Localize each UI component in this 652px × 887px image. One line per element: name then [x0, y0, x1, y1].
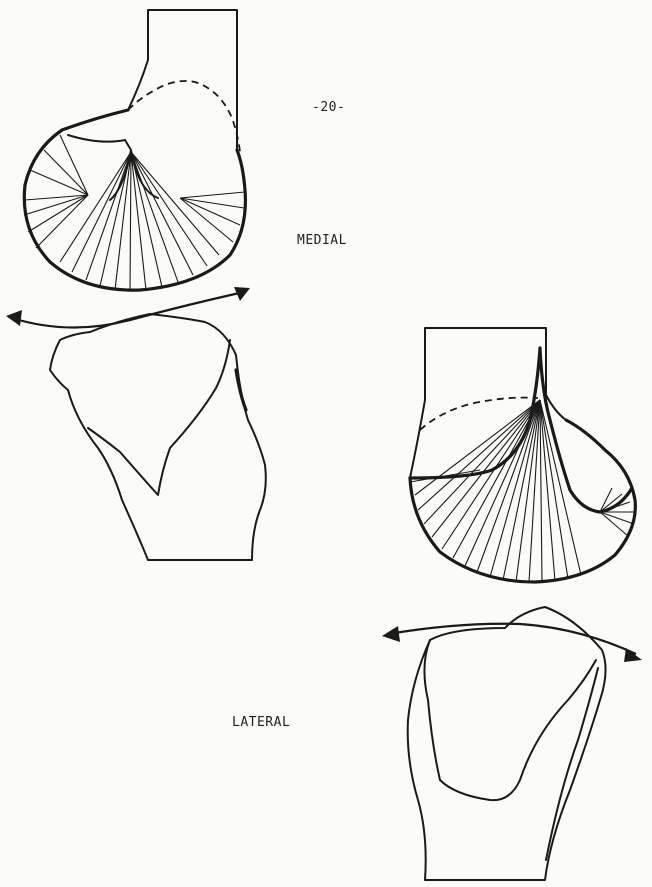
- medial-arrow-left-head: [6, 310, 22, 326]
- lateral-tibial-plateau-inner: [424, 640, 596, 800]
- medial-rolling-arrow: [6, 287, 250, 328]
- medial-femoral-condyle: [24, 110, 245, 290]
- lateral-fibular-edge: [546, 668, 598, 860]
- medial-ray: [86, 152, 131, 280]
- medial-right-ray: [180, 192, 245, 198]
- medial-top3-ray: [30, 170, 88, 195]
- medial-tibial-cortex: [236, 370, 246, 410]
- medial-top-ray: [60, 135, 88, 195]
- medial-ray: [131, 152, 207, 266]
- lateral-arrow-right-head: [624, 648, 642, 662]
- lateral-right-ray: [600, 512, 634, 524]
- medial-ray: [72, 152, 131, 272]
- medial-ray: [100, 152, 131, 286]
- medial-patellar-groove-dashed: [128, 81, 240, 152]
- lateral-ray: [415, 400, 540, 495]
- lateral-ray: [540, 400, 568, 579]
- medial-left-ray: [28, 195, 88, 232]
- medial-ray: [131, 152, 162, 287]
- medial-ray: [130, 152, 131, 291]
- lateral-femur: [410, 328, 635, 582]
- medial-femur: [24, 10, 245, 291]
- medial-tibial-plateau: [50, 314, 266, 560]
- lateral-ray: [432, 400, 540, 537]
- medial-tibia: [50, 314, 266, 560]
- lateral-femoral-condyle: [410, 420, 635, 582]
- lateral-arrow-left-head: [382, 626, 400, 642]
- lateral-tibia: [408, 607, 606, 880]
- lateral-ray: [477, 400, 540, 572]
- medial-tibial-eminence: [88, 340, 230, 495]
- lateral-right-ray: [600, 512, 628, 536]
- medial-top2-ray: [44, 150, 88, 195]
- medial-right-ray: [180, 198, 240, 225]
- medial-femur-shaft: [128, 10, 237, 150]
- lateral-ray: [540, 400, 542, 582]
